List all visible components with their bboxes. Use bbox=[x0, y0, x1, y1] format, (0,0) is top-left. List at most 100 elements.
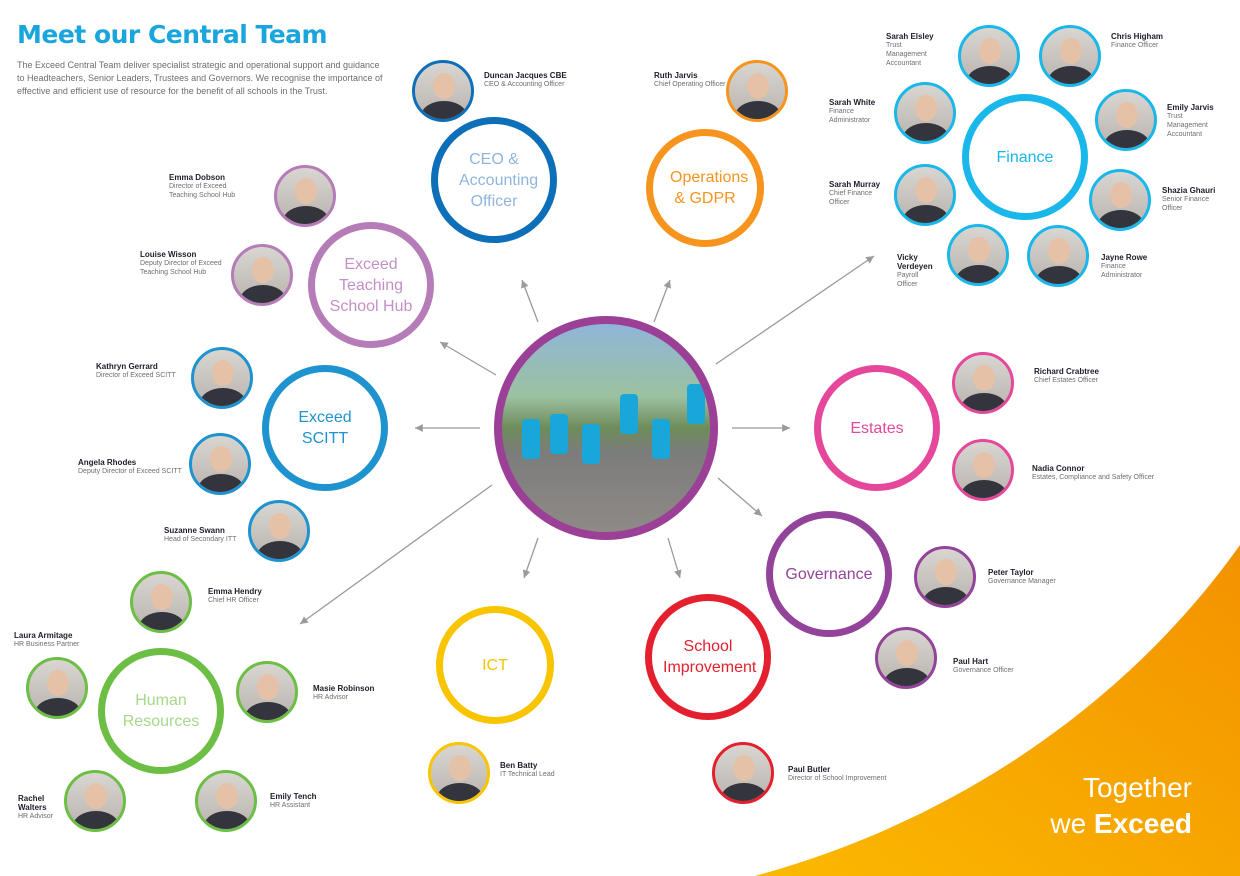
staff-role: Head of Secondary ITT bbox=[164, 536, 237, 543]
staff-role: Finance Administrator bbox=[1101, 263, 1143, 279]
connector-arrow bbox=[521, 279, 539, 323]
staff-photo bbox=[236, 661, 298, 723]
department-label: Finance bbox=[996, 148, 1054, 166]
staff-photo bbox=[952, 352, 1014, 414]
staff-name: Louise Wisson bbox=[140, 250, 197, 259]
staff-name: Laura Armitage bbox=[14, 631, 73, 640]
connector-arrow bbox=[667, 537, 682, 579]
staff-photo bbox=[952, 439, 1014, 501]
department-circle-finance: Finance bbox=[962, 94, 1088, 220]
tagline-prefix: we bbox=[1050, 808, 1087, 839]
connector-arrow bbox=[299, 484, 493, 625]
staff-photo bbox=[1039, 25, 1101, 87]
department-circle-ict: ICT bbox=[436, 606, 554, 724]
staff-photo bbox=[875, 627, 937, 689]
staff-role: Finance Officer bbox=[1111, 42, 1159, 49]
connector-arrows bbox=[299, 255, 875, 625]
staff-photo bbox=[894, 82, 956, 144]
staff-role: Deputy Director of Exceed SCITT bbox=[78, 468, 182, 475]
staff-role: HR Assistant bbox=[270, 802, 311, 809]
staff-role: IT Technical Lead bbox=[500, 771, 555, 778]
staff-name: Richard Crabtree bbox=[1034, 367, 1099, 376]
staff-name: Emily Tench bbox=[270, 792, 317, 801]
staff-name: Peter Taylor bbox=[988, 568, 1034, 577]
staff-photo bbox=[412, 60, 474, 122]
staff-role: HR Business Partner bbox=[14, 641, 80, 648]
staff-name: Kathryn Gerrard bbox=[96, 362, 158, 371]
staff-name: Emma Dobson bbox=[169, 173, 226, 182]
department-circle-human-resources: Human Resources bbox=[98, 648, 224, 774]
department-label: ICT bbox=[482, 656, 508, 674]
staff-role: Director of Exceed Teaching School Hub bbox=[169, 183, 236, 199]
staff-name: Ben Batty bbox=[500, 761, 538, 770]
department-circle-operations-gdpr: Operations & GDPR bbox=[646, 129, 764, 247]
staff-name: Sarah Elsley bbox=[886, 32, 934, 41]
department-circle-school-improvement: School Improvement bbox=[645, 594, 771, 720]
staff-role: Director of Exceed SCITT bbox=[96, 372, 176, 379]
staff-name: Sarah Murray bbox=[829, 180, 881, 189]
staff-role: Chief Estates Officer bbox=[1034, 377, 1099, 384]
staff-name: Vicky Verdeyen bbox=[897, 253, 933, 271]
staff-name: Suzanne Swann bbox=[164, 526, 225, 535]
staff-photo bbox=[958, 25, 1020, 87]
department-label: CEO & Accounting Officer bbox=[459, 150, 539, 210]
department-circle-exceed-scitt: Exceed SCITT bbox=[262, 365, 388, 491]
staff-photo bbox=[1027, 225, 1089, 287]
department-label: Exceed SCITT bbox=[298, 409, 352, 447]
staff-photo bbox=[248, 500, 310, 562]
staff-photo bbox=[189, 433, 251, 495]
tagline-line1: Together bbox=[1083, 772, 1192, 803]
staff-name: Emily Jarvis bbox=[1167, 103, 1214, 112]
staff-name: Rachel Walters bbox=[18, 794, 47, 812]
orange-swoosh bbox=[755, 545, 1240, 876]
staff-role: Chief Operating Officer bbox=[654, 81, 726, 88]
staff-name: Masie Robinson bbox=[313, 684, 375, 693]
tagline: Together we Exceed bbox=[1050, 770, 1192, 842]
connector-arrow bbox=[522, 537, 539, 579]
intro-text: The Exceed Central Team deliver speciali… bbox=[17, 60, 383, 96]
staff-name: Ruth Jarvis bbox=[654, 71, 698, 80]
staff-photo bbox=[274, 165, 336, 227]
department-label: Operations & GDPR bbox=[670, 169, 749, 207]
department-circle-ceo-accounting-officer: CEO & Accounting Officer bbox=[431, 117, 557, 243]
department-circle-governance: Governance bbox=[766, 511, 892, 637]
staff-name: Angela Rhodes bbox=[78, 458, 137, 467]
staff-role: Governance Manager bbox=[988, 578, 1056, 585]
department-label: Exceed Teaching School Hub bbox=[329, 255, 413, 315]
staff-role: HR Advisor bbox=[313, 694, 349, 701]
connector-arrow bbox=[717, 477, 763, 517]
staff-role: Trust Management Accountant bbox=[1167, 113, 1208, 138]
staff-photo bbox=[914, 546, 976, 608]
department-label: Governance bbox=[785, 565, 873, 583]
tagline-brand: Exceed bbox=[1093, 808, 1192, 839]
staff-photo bbox=[191, 347, 253, 409]
staff-name: Sarah White bbox=[829, 98, 876, 107]
department-circle-exceed-teaching-school-hub: Exceed Teaching School Hub bbox=[308, 222, 434, 348]
staff-name: Shazia Ghauri bbox=[1162, 186, 1216, 195]
center-photo-children bbox=[494, 316, 718, 540]
staff-role: Deputy Director of Exceed Teaching Schoo… bbox=[140, 260, 222, 276]
department-label: Human Resources bbox=[122, 692, 200, 730]
department-label: Estates bbox=[850, 419, 904, 437]
staff-role: HR Advisor bbox=[18, 813, 54, 820]
staff-role: Estates, Compliance and Safety Officer bbox=[1032, 474, 1155, 481]
staff-photo bbox=[26, 657, 88, 719]
staff-name: Chris Higham bbox=[1111, 32, 1164, 41]
